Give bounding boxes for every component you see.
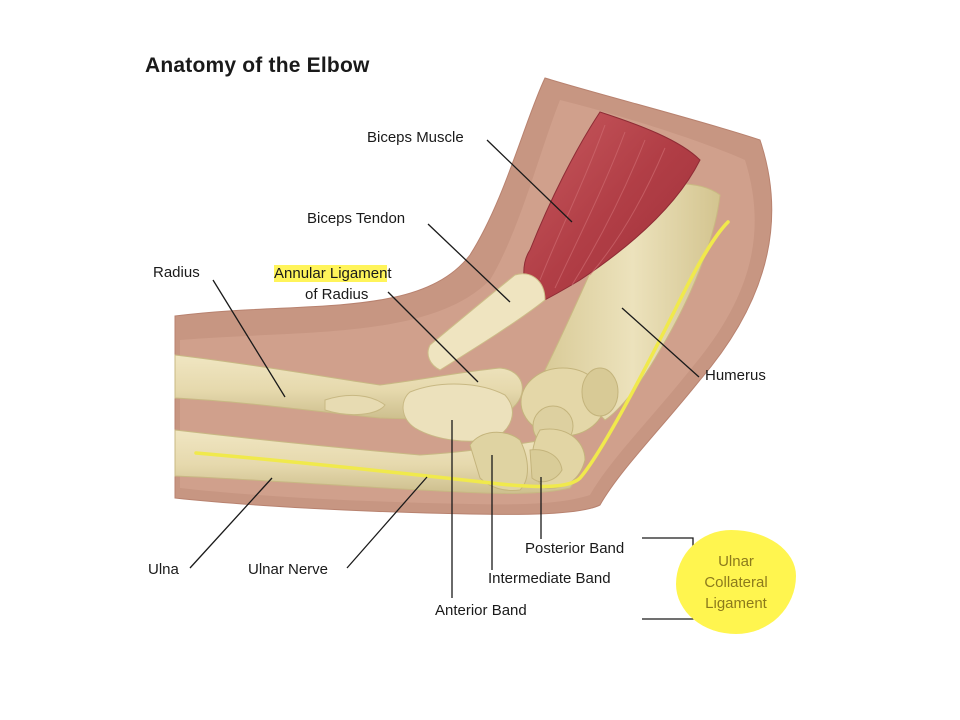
biceps-tendon bbox=[427, 273, 546, 371]
humerus-trochlea bbox=[581, 367, 619, 417]
annular-line1-rest: t bbox=[387, 265, 392, 282]
ucl-line-2: Collateral bbox=[704, 574, 768, 591]
ucl-line-1: Ulnar bbox=[718, 553, 754, 570]
muscle-striations bbox=[539, 124, 666, 289]
label-biceps-muscle: Biceps Muscle bbox=[367, 129, 464, 146]
label-posterior-band: Posterior Band bbox=[525, 540, 625, 557]
label-ulnar-nerve: Ulnar Nerve bbox=[248, 561, 329, 578]
leader-annular bbox=[387, 291, 479, 383]
leader-humerus bbox=[621, 307, 700, 378]
annular-highlight: Annular Ligamen bbox=[274, 265, 388, 282]
label-annular-of-radius: of Radius bbox=[305, 286, 369, 303]
ucl-line-3: Ligament bbox=[705, 595, 767, 612]
biceps-muscle bbox=[523, 111, 701, 306]
ucl-highlight-blob bbox=[676, 530, 796, 634]
radial-tuberosity bbox=[324, 395, 386, 415]
label-annular-ligament: Annular Ligament bbox=[274, 265, 392, 283]
leader-biceps-muscle bbox=[486, 139, 573, 223]
leader-ulnar-nerve bbox=[346, 476, 428, 569]
leader-radius bbox=[212, 279, 286, 398]
label-intermediate-band: Intermediate Band bbox=[488, 570, 611, 587]
label-radius: Radius bbox=[153, 264, 200, 281]
ligament-bands bbox=[469, 431, 528, 491]
label-humerus: Humerus bbox=[705, 367, 766, 384]
label-anterior-band: Anterior Band bbox=[435, 602, 527, 619]
ulnar-nerve bbox=[194, 220, 730, 489]
leader-biceps-tendon bbox=[427, 223, 511, 303]
diagram-title: Anatomy of the Elbow bbox=[145, 54, 370, 77]
label-ulnar-collateral-ligament: Ulnar Collateral Ligament bbox=[683, 551, 789, 614]
label-ulna: Ulna bbox=[148, 561, 179, 578]
label-biceps-tendon: Biceps Tendon bbox=[307, 210, 406, 227]
posterior-band-ligament bbox=[529, 449, 563, 483]
leader-ulna bbox=[189, 477, 273, 569]
